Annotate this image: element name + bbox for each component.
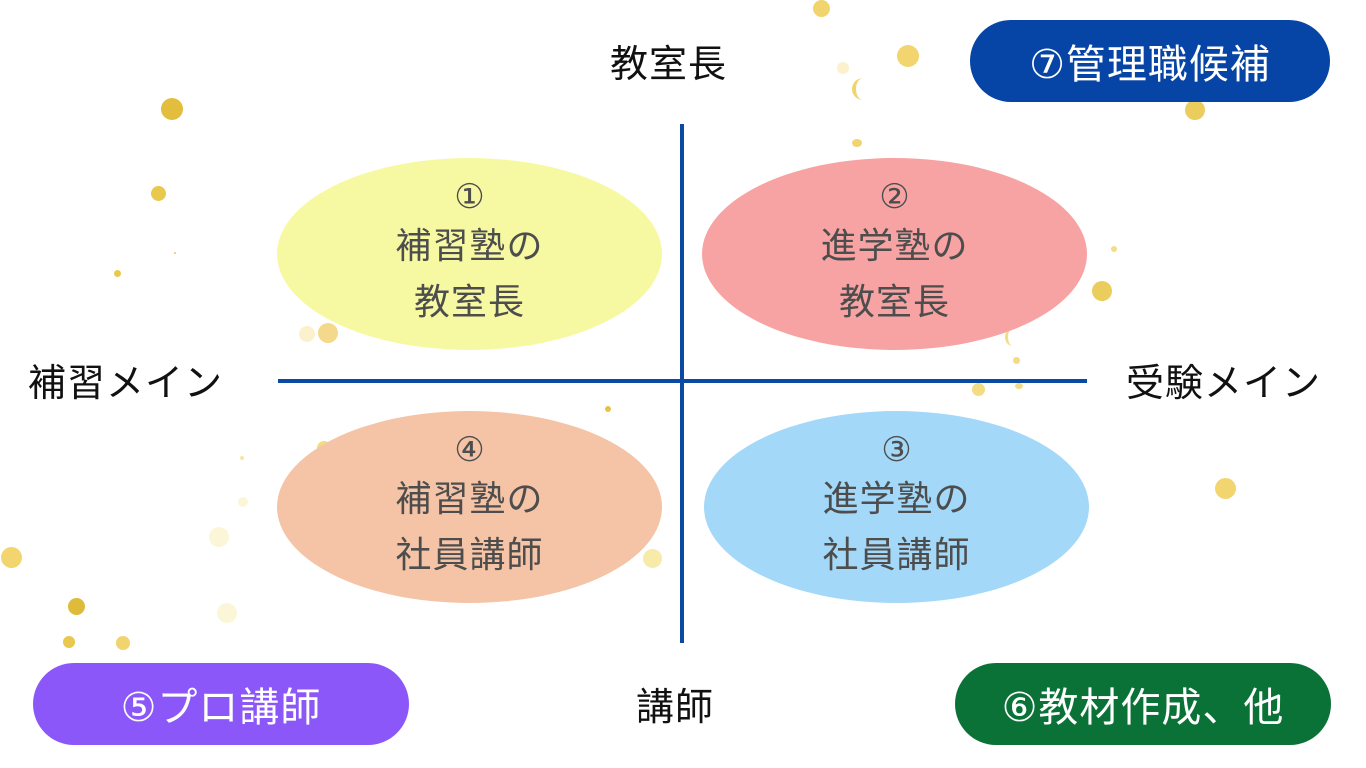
dot	[161, 98, 183, 120]
quadrant-number: ①	[454, 177, 485, 217]
quadrant-line-2: 教室長	[413, 282, 525, 323]
dot	[68, 598, 85, 615]
dot	[1092, 281, 1112, 301]
quadrant-3-ellipse: ③ 進学塾の 社員講師	[704, 411, 1089, 603]
horizontal-axis-line	[278, 379, 1087, 383]
dot	[151, 186, 166, 201]
dot	[217, 603, 237, 623]
quadrant-line-1: 進学塾の	[820, 226, 969, 267]
axis-label-bottom: 講師	[636, 685, 715, 729]
crescent-decoration	[1005, 328, 1020, 346]
dot	[972, 383, 985, 396]
crescent-decoration	[852, 78, 874, 100]
dot	[1, 547, 22, 568]
quadrant-line-1: 進学塾の	[822, 479, 971, 520]
badge-pro-instructor: ⑤プロ講師	[33, 663, 409, 745]
dot	[174, 252, 176, 254]
dot	[209, 527, 229, 547]
dot	[1111, 246, 1117, 252]
axis-label-right: 受験メイン	[1126, 361, 1322, 405]
dot	[63, 636, 75, 648]
dot	[852, 139, 862, 147]
quadrant-line-2: 教室長	[838, 282, 950, 323]
vertical-axis-line	[680, 124, 684, 643]
dot	[114, 270, 121, 277]
axis-label-top: 教室長	[610, 42, 728, 86]
dot	[116, 636, 130, 650]
dot	[643, 549, 662, 568]
dot	[897, 45, 919, 67]
quadrant-line-1: 補習塾の	[395, 226, 544, 267]
quadrant-line-1: 補習塾の	[395, 479, 544, 520]
dot	[299, 326, 315, 342]
dot	[1015, 383, 1023, 389]
dot	[238, 497, 248, 507]
quadrant-number: ③	[881, 430, 912, 470]
badge-management-candidate: ⑦管理職候補	[970, 20, 1330, 102]
dot	[837, 62, 849, 74]
quadrant-line-2: 社員講師	[395, 535, 544, 576]
quadrant-number: ②	[879, 177, 910, 217]
dot	[318, 323, 338, 343]
badge-materials-creation: ⑥教材作成、他	[955, 663, 1331, 745]
dot	[1215, 478, 1236, 499]
dot	[1013, 357, 1020, 364]
dot	[1185, 100, 1205, 120]
dot	[813, 0, 830, 17]
quadrant-2-ellipse: ② 進学塾の 教室長	[702, 158, 1087, 350]
quadrant-4-ellipse: ④ 補習塾の 社員講師	[277, 411, 662, 603]
quadrant-line-2: 社員講師	[822, 535, 971, 576]
quadrant-1-ellipse: ① 補習塾の 教室長	[277, 158, 662, 350]
quadrant-number: ④	[454, 430, 485, 470]
dot	[605, 406, 611, 412]
dot	[240, 456, 244, 460]
axis-label-left: 補習メイン	[28, 361, 224, 405]
